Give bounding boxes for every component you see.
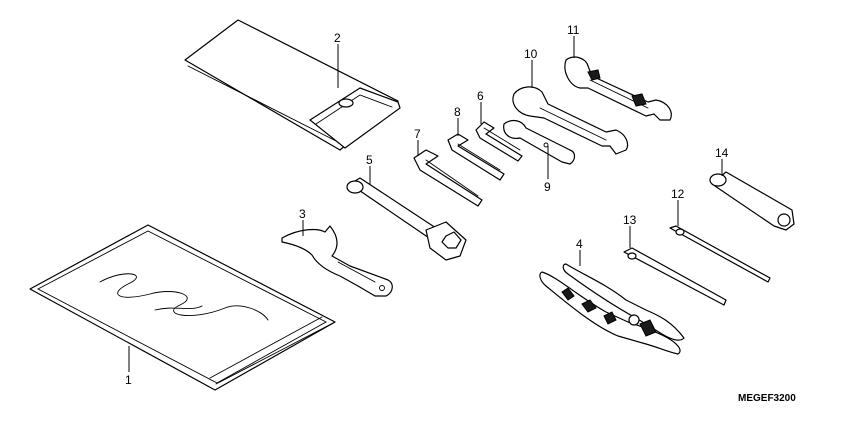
- part-3-pin-spanner: [281, 225, 393, 297]
- part-7-hex-key: [413, 149, 483, 207]
- callout-4: 4: [576, 237, 583, 251]
- callout-12: 12: [671, 187, 685, 201]
- leader-lines: [128, 36, 723, 372]
- part-10-open-end-wrench: [512, 86, 629, 155]
- callout-numbers: 1 2 3 4 5 6 7 8 9 10 11 12 13 14: [125, 23, 729, 387]
- part-12-screwdriver: [669, 225, 771, 283]
- part-1-manual-bag: [29, 224, 336, 391]
- part-6-hex-key: [475, 121, 523, 162]
- part-5-box-wrench: [346, 177, 467, 261]
- part-8-hex-key: [447, 133, 505, 181]
- callout-7: 7: [414, 127, 421, 141]
- callout-10: 10: [524, 47, 538, 61]
- part-9-small-wrench: [503, 119, 576, 165]
- part-11-open-end-wrench: [564, 56, 672, 121]
- callout-6: 6: [477, 89, 484, 103]
- callout-11: 11: [567, 23, 580, 37]
- part-4-pliers: [539, 263, 685, 355]
- callout-8: 8: [454, 105, 461, 119]
- callout-13: 13: [623, 213, 637, 227]
- callout-5: 5: [366, 153, 373, 167]
- callout-9: 9: [544, 180, 551, 194]
- part-2-tool-bag: [184, 19, 401, 151]
- diagram-code: MEGEF3200: [738, 393, 796, 404]
- callout-1: 1: [125, 373, 132, 387]
- callout-2: 2: [334, 31, 341, 45]
- callout-3: 3: [299, 207, 306, 221]
- callout-14: 14: [715, 146, 729, 160]
- part-14-screwdriver-handle: [709, 171, 795, 231]
- part-13-screwdriver: [623, 247, 727, 306]
